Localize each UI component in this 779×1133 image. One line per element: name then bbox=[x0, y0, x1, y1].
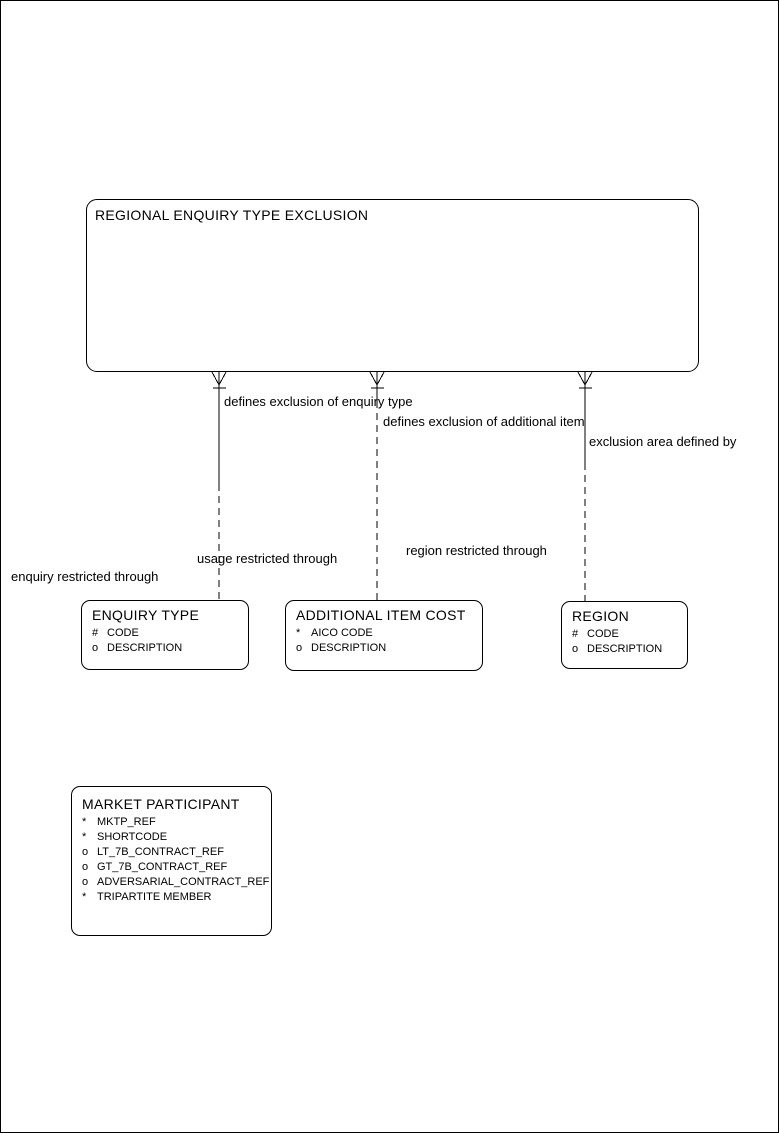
attribute-name: AICO CODE bbox=[311, 627, 373, 639]
attribute-row: # CODE bbox=[92, 626, 246, 641]
attribute-row: o DESCRIPTION bbox=[92, 641, 246, 656]
attribute-optionality-mark: * bbox=[296, 627, 301, 639]
attribute-row: * MKTP_REF bbox=[82, 815, 269, 830]
entity-name: REGIONAL ENQUIRY TYPE EXCLUSION bbox=[95, 207, 369, 223]
relationship-label-defines-exclusion-of-additional-item: defines exclusion of additional item bbox=[383, 414, 585, 429]
attribute-name: GT_7B_CONTRACT_REF bbox=[97, 861, 228, 873]
relationship-label-exclusion-area-defined-by: exclusion area defined by bbox=[589, 434, 737, 449]
entity-region[interactable]: REGION # CODE o DESCRIPTION bbox=[561, 601, 688, 669]
attribute-row: o ADVERSARIAL_CONTRACT_REF bbox=[82, 875, 269, 890]
attribute-optionality-mark: * bbox=[82, 816, 87, 828]
attribute-optionality-mark: o bbox=[296, 642, 303, 654]
attribute-optionality-mark: o bbox=[82, 861, 89, 873]
entity-additional-item-cost[interactable]: ADDITIONAL ITEM COST * AICO CODE o DESCR… bbox=[285, 600, 483, 671]
attribute-optionality-mark: o bbox=[82, 846, 89, 858]
relationship-label-defines-exclusion-of-enquiry-type: defines exclusion of enquiry type bbox=[224, 394, 413, 409]
attribute-optionality-mark: * bbox=[82, 831, 87, 843]
attribute-row: o DESCRIPTION bbox=[296, 641, 480, 656]
relationship-label-enquiry-restricted-through: enquiry restricted through bbox=[11, 569, 159, 584]
attribute-row: * AICO CODE bbox=[296, 626, 480, 641]
attribute-name: ADVERSARIAL_CONTRACT_REF bbox=[97, 876, 270, 888]
crows-foot-icon bbox=[211, 371, 227, 389]
attribute-optionality-mark: o bbox=[572, 643, 579, 655]
attribute-row: o GT_7B_CONTRACT_REF bbox=[82, 860, 269, 875]
attribute-name: DESCRIPTION bbox=[107, 642, 183, 654]
attribute-name: CODE bbox=[107, 627, 139, 639]
crows-foot-icon bbox=[577, 371, 593, 389]
entity-name: REGION bbox=[572, 608, 630, 624]
attribute-optionality-mark: * bbox=[82, 891, 87, 903]
attribute-row: * TRIPARTITE MEMBER bbox=[82, 890, 269, 905]
attribute-name: MKTP_REF bbox=[97, 816, 156, 828]
entity-name: ADDITIONAL ITEM COST bbox=[296, 607, 466, 623]
entity-name: MARKET PARTICIPANT bbox=[82, 796, 240, 812]
attribute-optionality-mark: o bbox=[82, 876, 89, 888]
attribute-optionality-mark: # bbox=[92, 627, 99, 639]
attribute-name: CODE bbox=[587, 628, 619, 640]
attribute-row: o LT_7B_CONTRACT_REF bbox=[82, 845, 269, 860]
attribute-row: o DESCRIPTION bbox=[572, 642, 685, 657]
entity-market-participant[interactable]: MARKET PARTICIPANT * MKTP_REF * SHORTCOD… bbox=[71, 786, 272, 936]
relationship-label-region-restricted-through: region restricted through bbox=[406, 543, 547, 558]
attribute-optionality-mark: o bbox=[92, 642, 99, 654]
relationship-label-usage-restricted-through: usage restricted through bbox=[197, 551, 338, 566]
attribute-row: # CODE bbox=[572, 627, 685, 642]
connector-region[interactable] bbox=[577, 371, 593, 601]
attribute-name: DESCRIPTION bbox=[311, 642, 387, 654]
entity-enquiry-type[interactable]: ENQUIRY TYPE # CODE o DESCRIPTION bbox=[81, 600, 249, 670]
crows-foot-icon bbox=[369, 371, 385, 389]
attribute-row: * SHORTCODE bbox=[82, 830, 269, 845]
entity-regional-enquiry-type-exclusion[interactable]: REGIONAL ENQUIRY TYPE EXCLUSION bbox=[86, 199, 699, 372]
attribute-name: LT_7B_CONTRACT_REF bbox=[97, 846, 224, 858]
attribute-name: SHORTCODE bbox=[97, 831, 168, 843]
attribute-name: DESCRIPTION bbox=[587, 643, 663, 655]
attribute-name: TRIPARTITE MEMBER bbox=[97, 891, 212, 903]
entity-name: ENQUIRY TYPE bbox=[92, 607, 200, 623]
attribute-optionality-mark: # bbox=[572, 628, 579, 640]
